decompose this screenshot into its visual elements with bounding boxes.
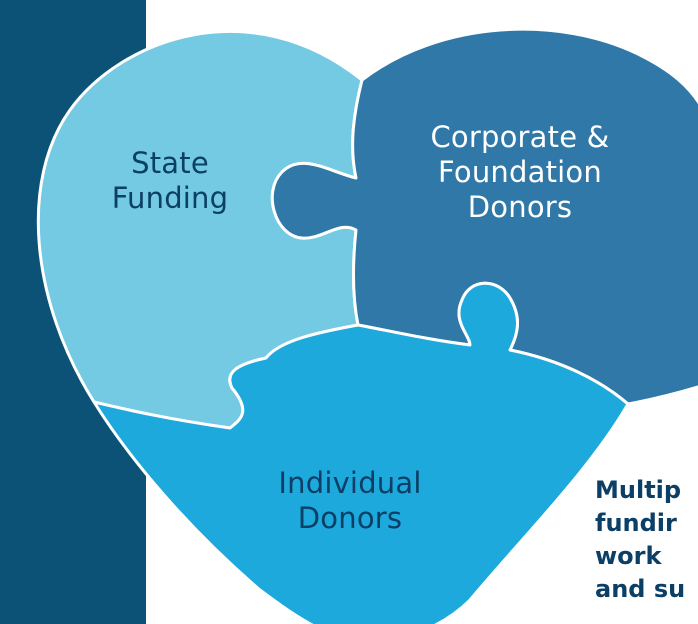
side-caption: Multip fundir work and su [595, 474, 698, 606]
caption-line-4: and su [595, 575, 686, 603]
caption-line-3: work [595, 542, 662, 570]
individual-label-line-2: Donors [297, 501, 403, 535]
individual-donors-label: Individual Donors [240, 466, 460, 536]
corporate-label-line-1: Corporate & [430, 120, 610, 154]
corporate-foundation-label: Corporate & Foundation Donors [400, 120, 640, 225]
corporate-label-line-2: Foundation [438, 155, 602, 189]
corporate-label-line-3: Donors [467, 190, 573, 224]
caption-line-1: Multip [595, 476, 682, 504]
individual-donors-piece [92, 281, 630, 624]
individual-label-line-1: Individual [278, 466, 422, 500]
state-funding-label: State Funding [80, 146, 260, 216]
caption-line-2: fundir [595, 509, 677, 537]
state-funding-label-line-1: State [131, 146, 209, 180]
state-funding-label-line-2: Funding [111, 181, 229, 215]
